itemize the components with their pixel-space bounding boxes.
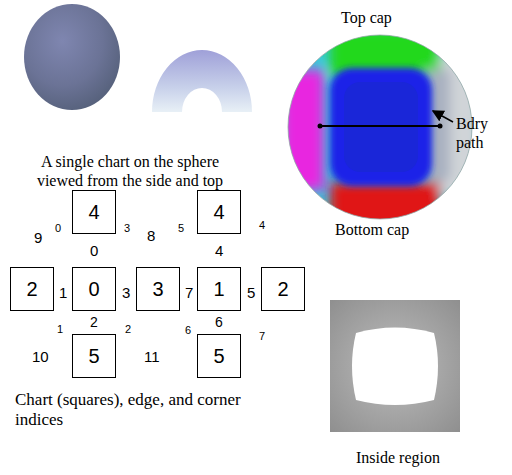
face-index: 8 <box>147 227 155 245</box>
corner-index: 2 <box>125 323 131 336</box>
corner-index: 5 <box>178 222 184 235</box>
chart-index: 0 <box>88 279 99 299</box>
chart-index: 5 <box>88 346 99 366</box>
chart-square: 5 <box>197 334 241 378</box>
chart-index: 2 <box>277 279 288 299</box>
corner-index: 7 <box>259 330 265 343</box>
corner-index: 6 <box>185 324 191 337</box>
edge-index: 4 <box>215 242 223 260</box>
corner-index: 1 <box>57 323 63 336</box>
chart-square: 5 <box>72 334 116 378</box>
edge-index: 2 <box>90 314 98 331</box>
chart-square: 2 <box>10 267 54 311</box>
chart-square: 2 <box>261 267 305 311</box>
chart-side-view <box>24 4 120 110</box>
corner-index: 0 <box>55 222 61 235</box>
edge-index: 5 <box>247 284 255 302</box>
region-label: Bottom cap <box>335 220 409 239</box>
chart-index: 1 <box>213 279 224 299</box>
edge-index: 1 <box>59 284 67 302</box>
chart-index: 3 <box>152 279 163 299</box>
chart-index: 4 <box>88 202 99 222</box>
leader-arrow <box>433 111 453 122</box>
sphere <box>282 28 480 232</box>
chart-square: 4 <box>197 190 241 234</box>
face-index: 9 <box>34 229 42 247</box>
corner-index: 4 <box>259 219 265 232</box>
chart-index: 2 <box>26 279 37 299</box>
edge-index: 6 <box>215 314 223 331</box>
chart-square: 1 <box>197 267 241 311</box>
chart-top-view <box>152 50 252 112</box>
face-index: 11 <box>144 348 160 366</box>
edge-index: 0 <box>90 242 98 260</box>
region-label: Top cap <box>341 8 392 27</box>
caption: Inside region <box>356 448 440 467</box>
corner-index: 3 <box>124 222 130 235</box>
caption: A single chart on the sphere viewed from… <box>21 152 239 190</box>
chart-square: 4 <box>72 190 116 234</box>
region-label: Bdry path <box>456 114 508 152</box>
chart-square: 0 <box>72 267 116 311</box>
bdry-line <box>320 125 440 127</box>
edge-index: 3 <box>122 284 130 302</box>
chart-index: 5 <box>213 346 224 366</box>
edge-index: 7 <box>185 284 193 302</box>
face-index: 10 <box>32 348 49 366</box>
caption: Chart (squares), edge, and corner indice… <box>15 390 277 431</box>
chart-index: 4 <box>213 202 224 222</box>
inside-region-shape <box>352 328 438 406</box>
chart-square: 3 <box>136 267 180 311</box>
inside-region-image <box>330 300 460 432</box>
